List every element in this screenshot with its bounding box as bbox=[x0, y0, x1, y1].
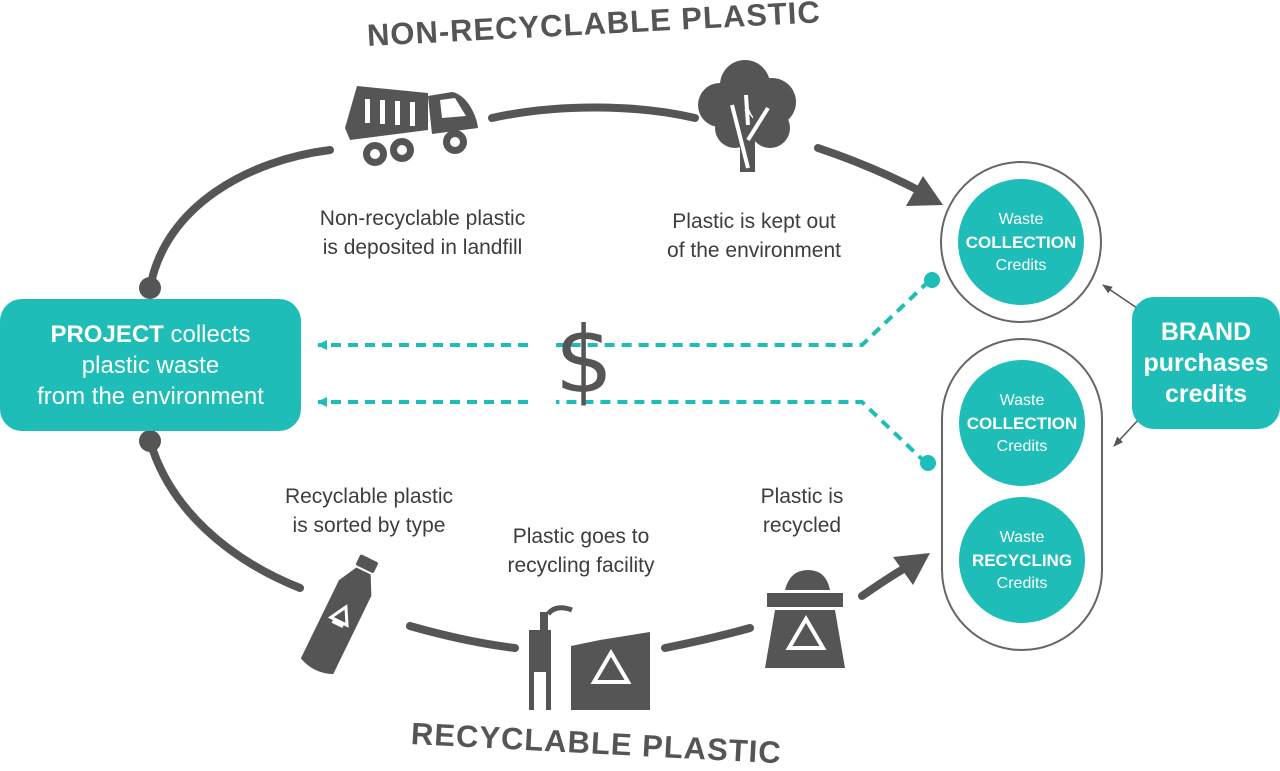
step-sorted-line-1: Recyclable plastic bbox=[284, 485, 454, 508]
credit-label-bottom: Credits bbox=[996, 437, 1048, 455]
credit-outline-top bbox=[940, 161, 1102, 323]
credit-label-type: COLLECTION bbox=[966, 413, 1078, 433]
bottom-cycle-arc bbox=[146, 437, 304, 592]
dollar-icon: $ bbox=[554, 307, 614, 414]
money-flow-lower-dot bbox=[920, 455, 936, 471]
credit-recycling: Waste RECYCLING Credits bbox=[959, 497, 1085, 623]
bottom-arc-segment-2 bbox=[661, 624, 754, 652]
brand-line-1: BRAND bbox=[1160, 317, 1252, 346]
bottom-arrowhead bbox=[893, 553, 930, 585]
step-kept-out-line-2: of the environment bbox=[667, 239, 841, 262]
recycling-factory-icon bbox=[529, 605, 650, 710]
step-landfill-line-1: Non-recyclable plastic bbox=[319, 207, 526, 230]
project-line-1: PROJECT collects bbox=[50, 319, 250, 350]
brand-line-2: purchases bbox=[1143, 348, 1269, 377]
money-flow-upper bbox=[318, 279, 931, 345]
credit-label-bottom: Credits bbox=[995, 256, 1047, 274]
bottom-arc-arrow-line bbox=[858, 564, 909, 600]
credit-collection-top: Waste COLLECTION Credits bbox=[958, 179, 1084, 305]
recycling-bag-icon bbox=[765, 570, 845, 668]
credit-outline-bottom bbox=[941, 338, 1103, 651]
top-arc-segment bbox=[488, 103, 699, 122]
project-keyword: PROJECT bbox=[50, 320, 164, 348]
brand-line-3: credits bbox=[1165, 379, 1247, 408]
top-arc-end-dot bbox=[139, 277, 161, 299]
credit-label-type: RECYCLING bbox=[971, 550, 1073, 570]
bottom-arc-segment-1 bbox=[406, 622, 519, 652]
project-line-3: from the environment bbox=[37, 382, 264, 410]
credit-label-top: Waste bbox=[999, 528, 1045, 546]
dump-truck-icon bbox=[345, 86, 478, 166]
step-recycled-line-1: Plastic is bbox=[760, 485, 844, 508]
step-facility-label: Plastic goes to recycling facility bbox=[478, 522, 684, 580]
step-facility-line-1: Plastic goes to bbox=[512, 525, 650, 548]
brand-arrow-up bbox=[1102, 284, 1141, 311]
step-sorted-label: Recyclable plastic is sorted by type bbox=[262, 482, 476, 540]
plastic-bottle-icon bbox=[300, 554, 378, 675]
top-arrowhead bbox=[906, 176, 943, 206]
step-sorted-line-2: is sorted by type bbox=[292, 514, 446, 537]
step-kept-out-label: Plastic is kept out of the environment bbox=[632, 207, 876, 265]
top-arc-arrow-line bbox=[814, 144, 926, 196]
step-landfill-label: Non-recyclable plastic is deposited in l… bbox=[290, 204, 555, 262]
step-recycled-line-2: recycled bbox=[762, 514, 842, 537]
project-line-2: plastic waste bbox=[81, 351, 220, 379]
money-flow-upper-dot bbox=[924, 272, 940, 288]
credit-label-type: COLLECTION bbox=[965, 232, 1077, 252]
step-facility-line-2: recycling facility bbox=[507, 554, 655, 577]
tree-icon bbox=[698, 60, 796, 172]
brand-arrow-down bbox=[1113, 417, 1141, 447]
credit-collection-bottom: Waste COLLECTION Credits bbox=[959, 360, 1085, 486]
step-recycled-label: Plastic is recycled bbox=[735, 482, 869, 540]
brand-box: BRAND purchases credits bbox=[1132, 297, 1280, 429]
credit-label-bottom: Credits bbox=[996, 574, 1048, 592]
credit-label-top: Waste bbox=[998, 210, 1044, 228]
project-line-1-rest: collects bbox=[163, 320, 251, 348]
step-landfill-line-2: is deposited in landfill bbox=[322, 236, 523, 259]
money-flow-lower bbox=[318, 402, 928, 465]
credit-label-top: Waste bbox=[999, 391, 1045, 409]
step-kept-out-line-1: Plastic is kept out bbox=[672, 210, 836, 233]
top-cycle-arc bbox=[146, 146, 334, 292]
project-box: PROJECT collects plastic waste from the … bbox=[0, 299, 301, 431]
